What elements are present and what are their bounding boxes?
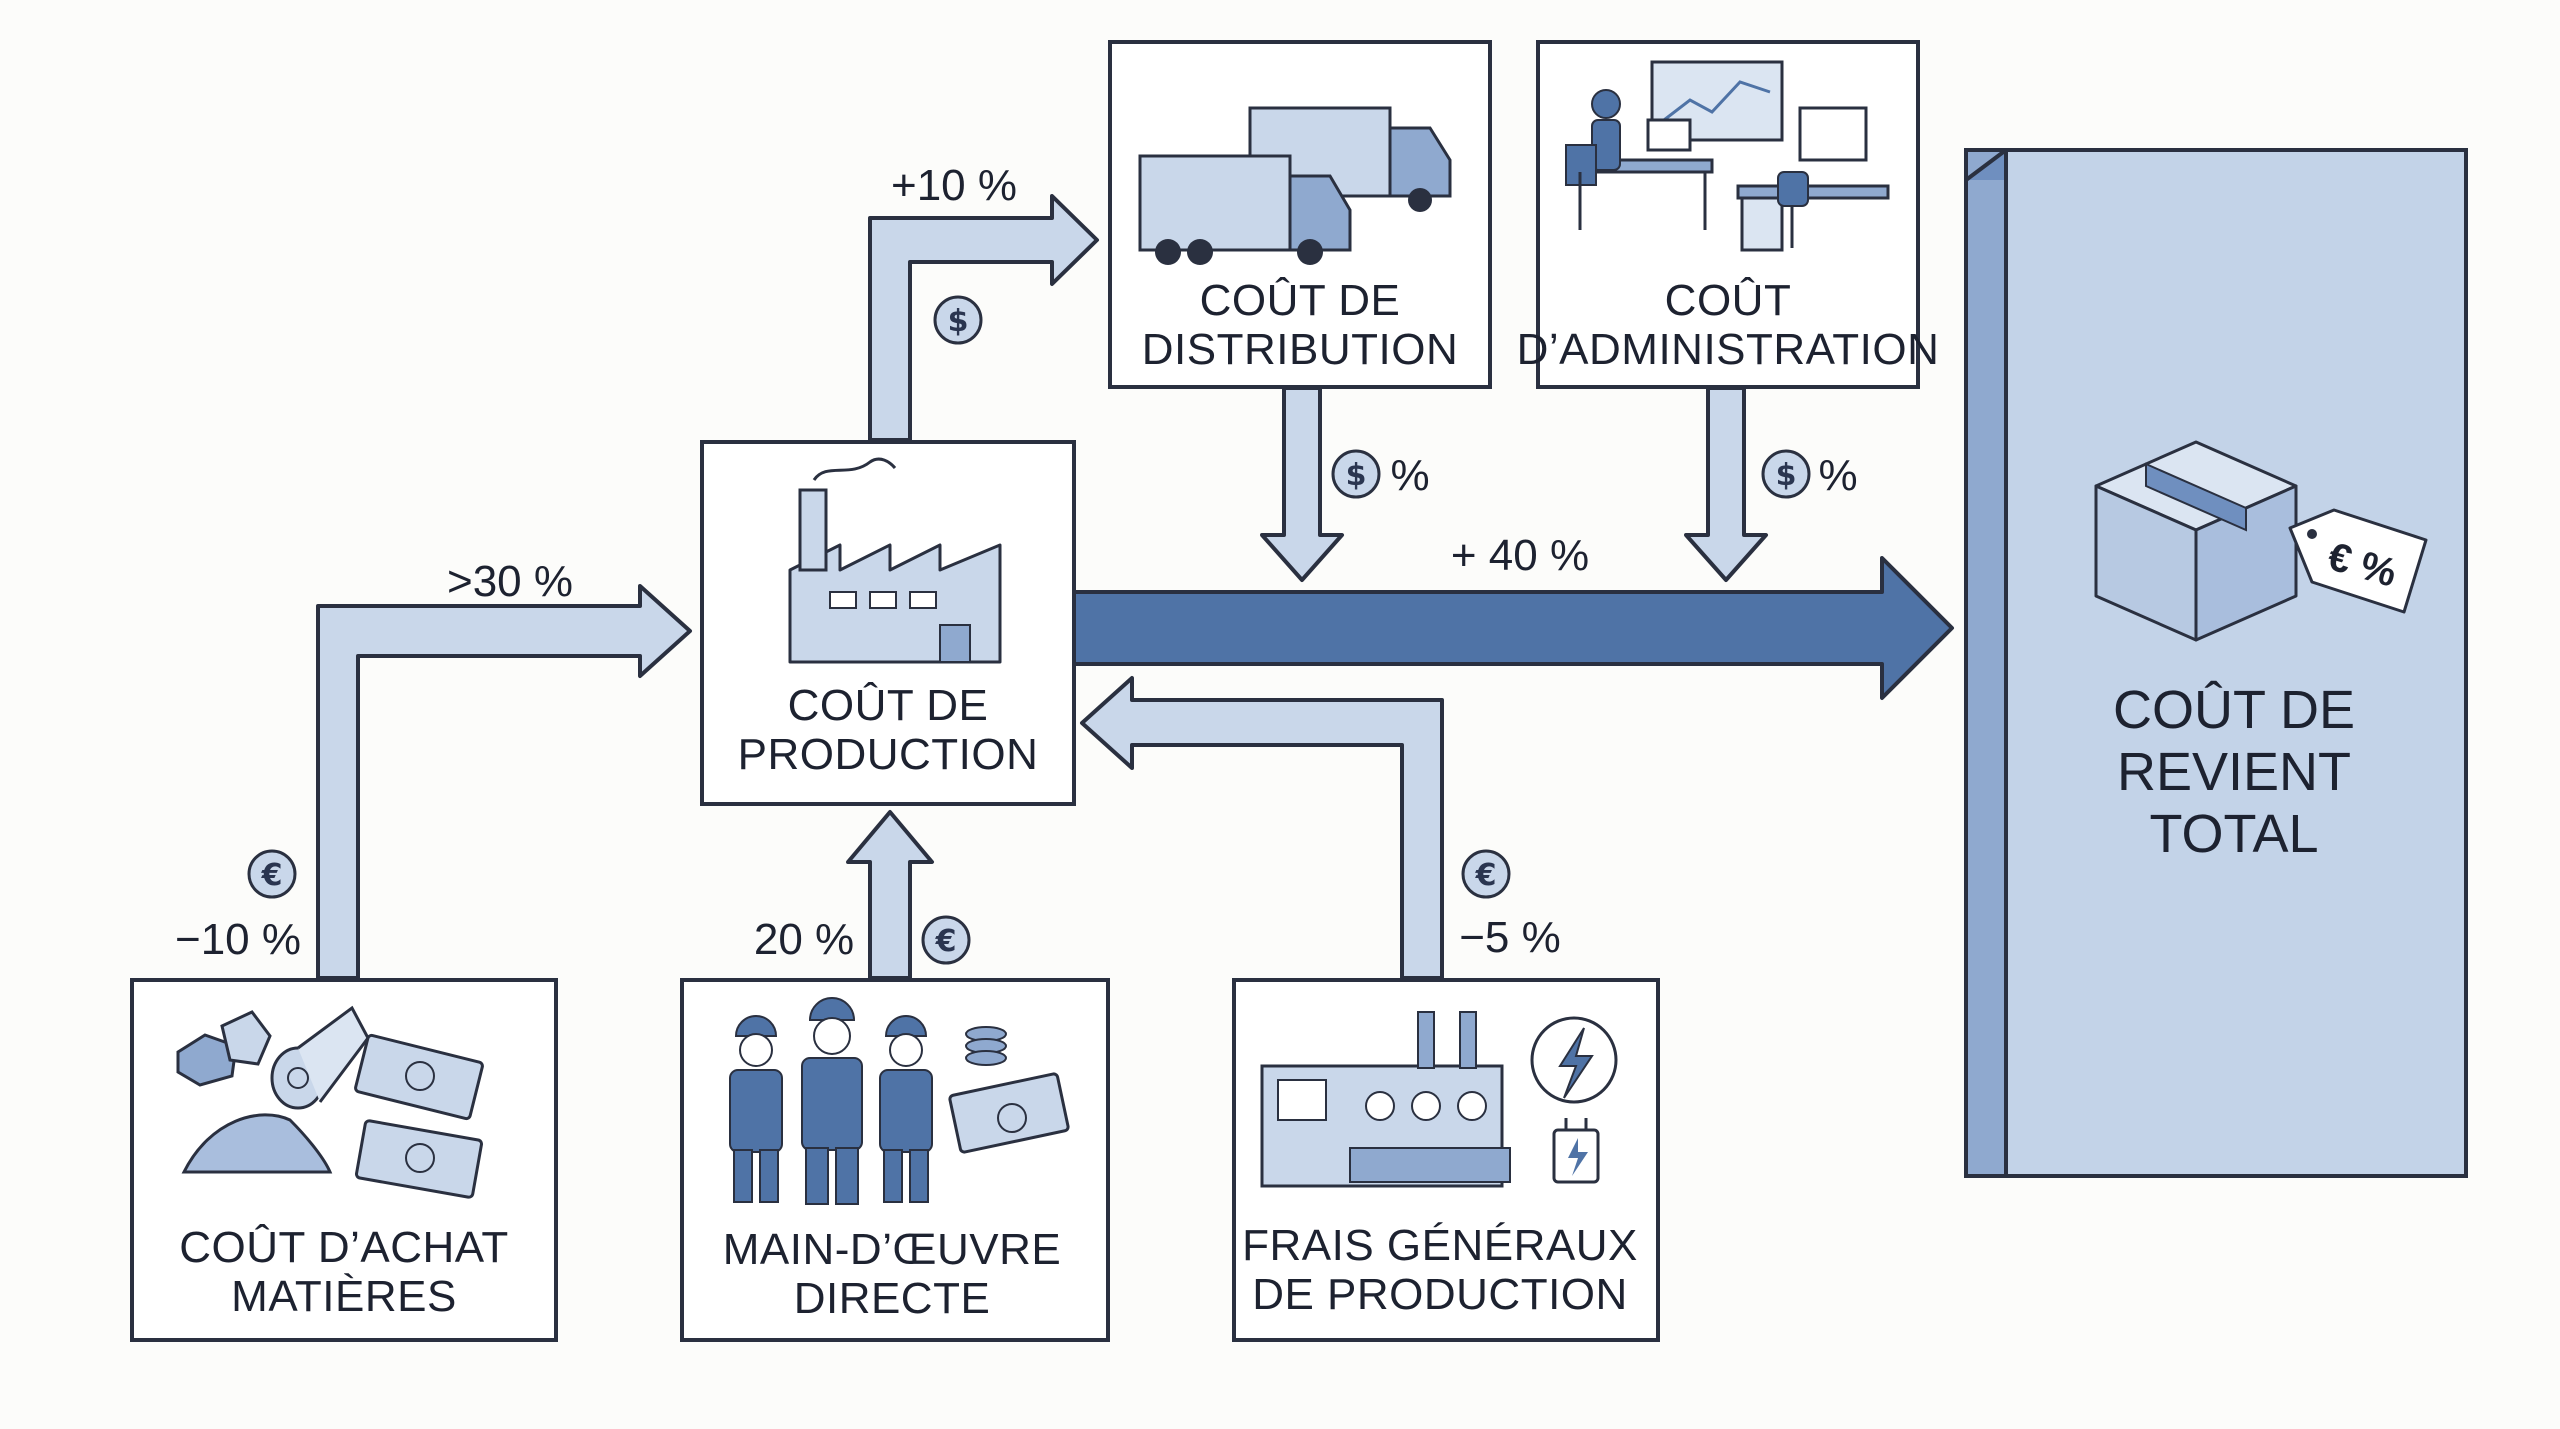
euro-badge-labor: € bbox=[921, 915, 971, 965]
arrow-materials-to-production bbox=[316, 584, 692, 980]
label-distribution-percent: % bbox=[1390, 451, 1429, 500]
box-labor: MAIN-D’ŒUVRE DIRECTE bbox=[680, 978, 1110, 1342]
distribution-title-line1: COÛT DE bbox=[1200, 275, 1401, 325]
dollar-badge-distribution: $ bbox=[1331, 449, 1381, 499]
label-administration-percent: % bbox=[1818, 451, 1857, 500]
package-icon bbox=[2094, 440, 2298, 642]
label-labor-pct: 20 % bbox=[754, 915, 854, 964]
labor-title-line1: MAIN-D’ŒUVRE bbox=[723, 1225, 1061, 1274]
power-plug-icon bbox=[1552, 1118, 1600, 1184]
labor-title-line2: DIRECTE bbox=[794, 1274, 991, 1323]
label-overhead-pct: −5 % bbox=[1459, 913, 1561, 962]
workers-icon bbox=[729, 997, 1070, 1205]
price-tag-icon: € % bbox=[2288, 508, 2428, 614]
production-title-line1: COÛT DE bbox=[788, 680, 989, 730]
lightning-icon bbox=[1530, 1016, 1618, 1104]
label-production-to-distribution: +10 % bbox=[891, 161, 1017, 210]
arrow-main-flow bbox=[1070, 556, 1954, 700]
euro-badge-materials: € bbox=[247, 849, 297, 899]
dollar-badge-production: $ bbox=[933, 295, 983, 345]
machinery-icon bbox=[1260, 1011, 1511, 1188]
box-administration: COÛT D’ADMINISTRATION bbox=[1517, 40, 1940, 389]
administration-title-line1: COÛT bbox=[1665, 275, 1792, 325]
arrow-overhead-to-production bbox=[1080, 676, 1444, 980]
total-title-line2: REVIENT bbox=[2117, 742, 2351, 802]
dollar-badge-production-symbol: $ bbox=[948, 304, 969, 339]
materials-title-line1: COÛT D’ACHAT bbox=[179, 1222, 509, 1272]
office-workers-icon bbox=[1565, 60, 1890, 252]
total-title-line1: COÛT DE bbox=[2113, 680, 2355, 740]
label-main-flow: + 40 % bbox=[1451, 531, 1589, 580]
trucks-icon bbox=[1138, 106, 1452, 265]
materials-title-line2: MATIÈRES bbox=[231, 1272, 457, 1321]
dollar-badge-administration-symbol: $ bbox=[1776, 458, 1797, 493]
box-materials: COÛT D’ACHAT MATIÈRES bbox=[130, 978, 558, 1342]
distribution-title-line2: DISTRIBUTION bbox=[1142, 325, 1458, 374]
arrow-distribution-down bbox=[1260, 386, 1344, 582]
dollar-badge-administration: $ bbox=[1761, 449, 1811, 499]
box-production: COÛT DE PRODUCTION bbox=[700, 440, 1076, 806]
euro-badge-overhead: € bbox=[1461, 849, 1511, 899]
raw-materials-icon bbox=[176, 1005, 484, 1199]
box-distribution: COÛT DE DISTRIBUTION bbox=[1108, 40, 1492, 389]
factory-icon bbox=[788, 457, 1002, 664]
label-materials-to-production: >30 % bbox=[447, 557, 573, 606]
label-materials-pct: −10 % bbox=[175, 915, 301, 964]
euro-badge-labor-symbol: € bbox=[935, 924, 957, 959]
total-cost-column: € % COÛT DE REVIENT TOTAL bbox=[1964, 148, 2468, 1178]
overhead-title-line2: DE PRODUCTION bbox=[1252, 1270, 1628, 1319]
overhead-title-line1: FRAIS GÉNÉRAUX bbox=[1242, 1221, 1638, 1270]
arrow-administration-down bbox=[1684, 386, 1768, 582]
production-title-line2: PRODUCTION bbox=[738, 730, 1039, 779]
dollar-badge-distribution-symbol: $ bbox=[1346, 458, 1367, 493]
administration-title-line2: D’ADMINISTRATION bbox=[1517, 325, 1940, 374]
arrow-production-to-distribution bbox=[868, 194, 1099, 442]
arrow-labor-to-production bbox=[846, 810, 934, 980]
total-title-line3: TOTAL bbox=[2149, 804, 2318, 864]
euro-badge-materials-symbol: € bbox=[261, 858, 283, 893]
euro-badge-overhead-symbol: € bbox=[1475, 858, 1497, 893]
box-overhead: FRAIS GÉNÉRAUX DE PRODUCTION bbox=[1232, 978, 1660, 1342]
